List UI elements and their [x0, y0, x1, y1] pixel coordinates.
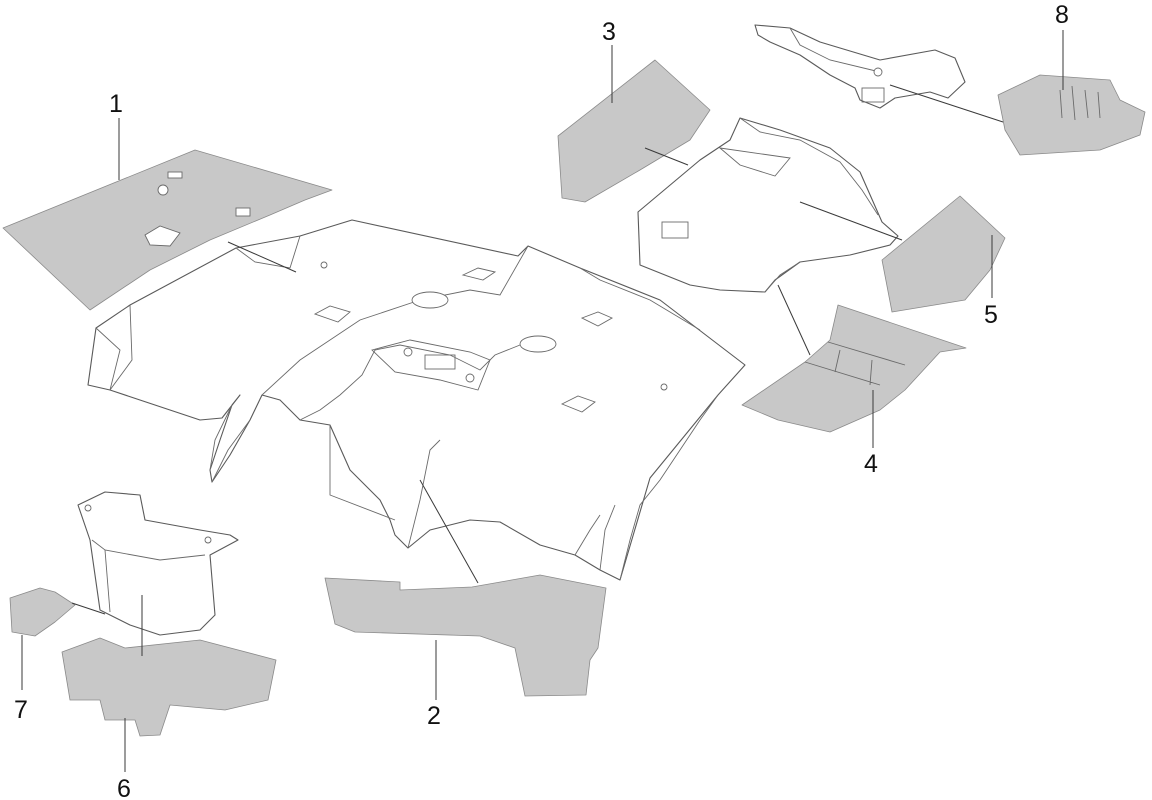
insulation-pad-1-hole — [144, 225, 181, 247]
callout-label-2: 2 — [427, 702, 441, 730]
callout-label-4: 4 — [864, 450, 878, 478]
insulation-pad-4 — [741, 304, 967, 433]
callout-label-1: 1 — [109, 90, 123, 118]
insulation-pad-6 — [61, 637, 277, 737]
insulation-pad-7 — [9, 587, 76, 637]
insulation-pad-2 — [324, 574, 607, 697]
insulation-pad-1-slot-2 — [235, 207, 251, 217]
insulation-pad-4-seams — [804, 341, 906, 386]
insulation-pad-8-seams — [1059, 85, 1101, 121]
leader-lines — [21, 30, 1064, 772]
floor-panel — [87, 219, 746, 581]
callout-label-5: 5 — [984, 301, 998, 329]
callout-label-3: 3 — [602, 18, 616, 46]
callout-label-8: 8 — [1055, 1, 1069, 29]
rear-bracket — [754, 24, 966, 109]
insulation-pad-8 — [997, 74, 1146, 156]
insulation-pad-3 — [557, 59, 711, 203]
storage-bin — [77, 491, 239, 636]
insulation-pad-1-slot — [167, 171, 183, 179]
callout-label-6: 6 — [117, 775, 131, 800]
rear-wheelhouse-panel — [637, 117, 899, 293]
callout-label-7: 7 — [14, 696, 28, 724]
insulation-pad-5 — [881, 195, 1006, 313]
insulation-pad-1-circle — [157, 184, 169, 196]
